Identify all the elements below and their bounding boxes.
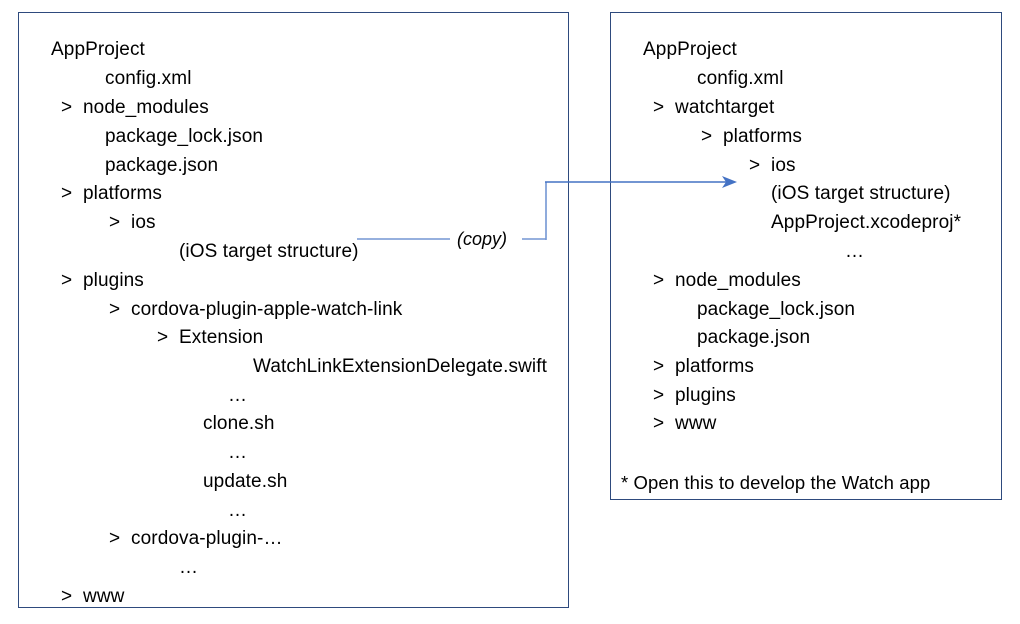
tree-row-label: … <box>179 557 199 578</box>
tree-row-label: package_lock.json <box>697 299 856 320</box>
tree-row-label: config.xml <box>697 68 784 89</box>
tree-row-label: ios <box>771 155 796 176</box>
chevron-right-icon[interactable]: > <box>653 413 665 434</box>
tree-row-label: www <box>83 586 125 607</box>
tree-row[interactable]: AppProject <box>19 40 145 60</box>
tree-row[interactable]: > platforms <box>19 184 162 204</box>
tree-row[interactable]: > ios <box>19 213 156 233</box>
tree-row-label: watchtarget <box>675 97 775 118</box>
tree-row[interactable]: > plugins <box>611 386 736 406</box>
tree-row-label: update.sh <box>203 471 288 492</box>
tree-row-label: WatchLinkExtensionDelegate.swift <box>253 356 547 377</box>
tree-row-label: … <box>228 500 248 521</box>
copy-label: (copy) <box>457 229 508 249</box>
tree-row-label: platforms <box>675 356 755 377</box>
tree-row-label: plugins <box>675 385 736 406</box>
watch-target-project-tree: AppProject config.xml > watchtarget > platfor… <box>611 13 1001 499</box>
tree-row-label: package_lock.json <box>105 126 264 147</box>
tree-row[interactable]: … <box>19 558 199 578</box>
tree-row-label: plugins <box>83 270 144 291</box>
tree-row-label: Extension <box>179 327 264 348</box>
tree-row[interactable]: > platforms <box>611 127 802 147</box>
tree-row[interactable]: config.xml <box>19 69 192 89</box>
chevron-right-icon[interactable]: > <box>749 155 761 176</box>
tree-row[interactable]: package_lock.json <box>611 300 855 320</box>
tree-row[interactable]: … <box>19 443 248 463</box>
tree-row-label: config.xml <box>105 68 192 89</box>
tree-row-label: AppProject.xcodeproj* <box>771 212 962 233</box>
tree-row[interactable]: … <box>19 386 248 406</box>
tree-row[interactable]: package.json <box>19 156 218 176</box>
tree-row[interactable]: package.json <box>611 328 810 348</box>
tree-row[interactable]: > ios <box>611 156 796 176</box>
chevron-right-icon[interactable]: > <box>653 356 665 377</box>
tree-row[interactable]: package_lock.json <box>19 127 263 147</box>
tree-row[interactable]: > plugins <box>19 271 144 291</box>
chevron-right-icon[interactable]: > <box>109 528 121 549</box>
tree-row[interactable]: AppProject <box>611 40 737 60</box>
chevron-right-icon[interactable]: > <box>61 183 73 204</box>
tree-row[interactable]: (iOS target structure) <box>19 242 359 262</box>
tree-row[interactable]: (iOS target structure) <box>611 184 951 204</box>
chevron-right-icon[interactable]: > <box>61 586 73 607</box>
tree-row-label: package.json <box>697 327 811 348</box>
tree-row[interactable]: > platforms <box>611 357 754 377</box>
tree-row-label: platforms <box>723 126 803 147</box>
tree-row-label: node_modules <box>675 270 801 291</box>
tree-row-label: www <box>675 413 717 434</box>
tree-row-label: AppProject <box>643 39 737 60</box>
footnote-open-watch-app: * Open this to develop the Watch app <box>621 472 931 493</box>
chevron-right-icon[interactable]: > <box>653 97 665 118</box>
tree-row-label: clone.sh <box>203 413 275 434</box>
tree-row[interactable]: … <box>19 501 248 521</box>
tree-row-label: platforms <box>83 183 163 204</box>
tree-row[interactable]: > node_modules <box>19 98 209 118</box>
tree-row-label: cordova-plugin-apple-watch-link <box>131 299 403 320</box>
tree-row[interactable]: > www <box>19 587 124 607</box>
tree-row[interactable]: > Extension <box>19 328 263 348</box>
tree-row-label: … <box>228 442 248 463</box>
tree-row[interactable]: > watchtarget <box>611 98 774 118</box>
tree-row[interactable]: update.sh <box>19 472 287 492</box>
watch-target-project-panel: AppProject config.xml > watchtarget > platfor… <box>610 12 1002 500</box>
chevron-right-icon[interactable]: > <box>157 327 169 348</box>
chevron-right-icon[interactable]: > <box>109 212 121 233</box>
tree-row-label: (iOS target structure) <box>179 241 359 262</box>
tree-row-label: … <box>845 241 865 262</box>
tree-row[interactable]: WatchLinkExtensionDelegate.swift <box>19 357 547 377</box>
tree-row-label: cordova-plugin-… <box>131 528 283 549</box>
tree-row[interactable]: > cordova-plugin-apple-watch-link <box>19 300 402 320</box>
tree-row[interactable]: AppProject.xcodeproj* <box>611 213 961 233</box>
chevron-right-icon[interactable]: > <box>109 299 121 320</box>
chevron-right-icon[interactable]: > <box>61 270 73 291</box>
tree-row[interactable]: … <box>611 242 865 262</box>
tree-row-label: node_modules <box>83 97 209 118</box>
chevron-right-icon[interactable]: > <box>61 97 73 118</box>
tree-row[interactable]: > cordova-plugin-… <box>19 529 283 549</box>
tree-row-label: … <box>228 385 248 406</box>
tree-row-label: ios <box>131 212 156 233</box>
tree-row[interactable]: > node_modules <box>611 271 801 291</box>
tree-row-label: (iOS target structure) <box>771 183 951 204</box>
chevron-right-icon[interactable]: > <box>653 270 665 291</box>
tree-row[interactable]: > www <box>611 414 716 434</box>
tree-row-label: package.json <box>105 155 219 176</box>
chevron-right-icon[interactable]: > <box>653 385 665 406</box>
tree-row[interactable]: config.xml <box>611 69 784 89</box>
tree-row[interactable]: clone.sh <box>19 414 275 434</box>
chevron-right-icon[interactable]: > <box>701 126 713 147</box>
tree-row-label: AppProject <box>51 39 145 60</box>
